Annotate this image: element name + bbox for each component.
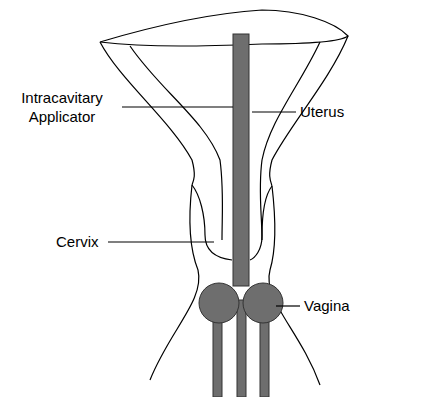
leader-lines [108, 107, 300, 306]
part-label: Uterus [300, 102, 344, 121]
uterus-outline [100, 10, 348, 385]
applicator [199, 34, 283, 397]
part-label: Intracavitary Applicator [4, 88, 120, 126]
part-label: Vagina [304, 296, 350, 315]
part-label: Cervix [56, 232, 99, 251]
